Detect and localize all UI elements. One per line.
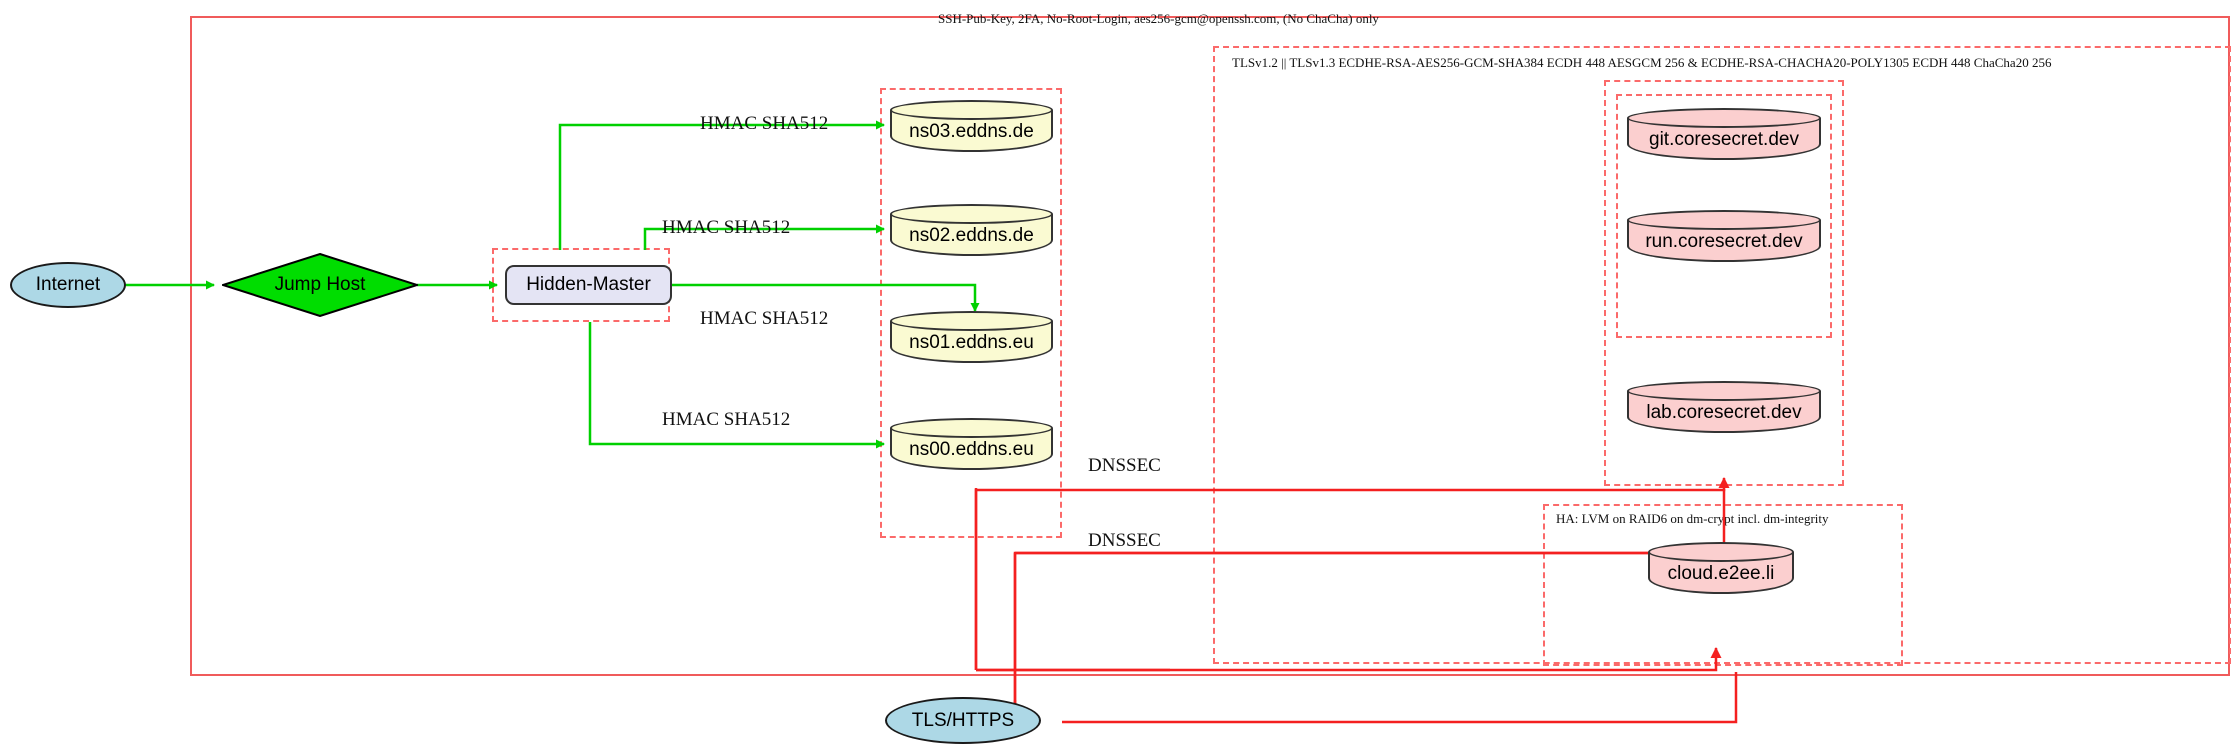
- node-cloud-e2ee-li[interactable]: cloud.e2ee.li: [1648, 542, 1794, 594]
- node-internet-label: Internet: [35, 274, 101, 295]
- node-run-coresecret-dev[interactable]: run.coresecret.dev: [1627, 210, 1821, 262]
- edge-label-hmac-ns03: HMAC SHA512: [700, 113, 829, 134]
- edge-label-hmac-ns02: HMAC SHA512: [662, 217, 791, 238]
- node-ns00[interactable]: ns00.eddns.eu: [890, 418, 1053, 470]
- cluster-ssh-zone-label: SSH-Pub-Key, 2FA, No-Root-Login, aes256-…: [938, 11, 1379, 26]
- node-ns01[interactable]: ns01.eddns.eu: [890, 311, 1053, 363]
- node-hidden-master-label: Hidden-Master: [526, 274, 651, 295]
- node-jump-host[interactable]: Jump Host: [222, 253, 418, 317]
- cluster-dns-zone: [880, 88, 1062, 538]
- node-tls-https-label: TLS/HTTPS: [911, 709, 1015, 731]
- node-lab-coresecret-dev-label: lab.coresecret.dev: [1646, 402, 1802, 423]
- cluster-coresecret-inner-zone: [1616, 94, 1832, 338]
- edge-label-hmac-ns01: HMAC SHA512: [700, 308, 829, 329]
- cluster-tls-zone-label: TLSv1.2 || TLSv1.3 ECDHE-RSA-AES256-GCM-…: [1232, 55, 2052, 70]
- diamond-shape-icon: [222, 253, 418, 317]
- edge-label-dnssec-upper: DNSSEC: [1088, 455, 1161, 476]
- edge-label-dnssec-lower: DNSSEC: [1088, 530, 1161, 551]
- cluster-ha-zone-label: HA: LVM on RAID6 on dm-crypt incl. dm-in…: [1556, 511, 1829, 526]
- node-run-coresecret-dev-label: run.coresecret.dev: [1645, 231, 1803, 252]
- node-tls-https[interactable]: TLS/HTTPS: [885, 697, 1041, 744]
- node-hidden-master[interactable]: Hidden-Master: [505, 265, 672, 305]
- node-git-coresecret-dev-label: git.coresecret.dev: [1649, 129, 1799, 150]
- node-jump-host-label: Jump Host: [274, 274, 366, 295]
- node-ns01-label: ns01.eddns.eu: [909, 332, 1034, 353]
- node-internet[interactable]: Internet: [10, 262, 126, 308]
- node-ns03-label: ns03.eddns.de: [909, 121, 1034, 142]
- node-cloud-e2ee-li-label: cloud.e2ee.li: [1667, 563, 1775, 584]
- node-ns02-label: ns02.eddns.de: [909, 225, 1034, 246]
- edge-label-hmac-ns00: HMAC SHA512: [662, 409, 791, 430]
- node-ns03[interactable]: ns03.eddns.de: [890, 100, 1053, 152]
- node-ns02[interactable]: ns02.eddns.de: [890, 204, 1053, 256]
- node-ns00-label: ns00.eddns.eu: [909, 439, 1034, 460]
- node-lab-coresecret-dev[interactable]: lab.coresecret.dev: [1627, 381, 1821, 433]
- node-git-coresecret-dev[interactable]: git.coresecret.dev: [1627, 108, 1821, 160]
